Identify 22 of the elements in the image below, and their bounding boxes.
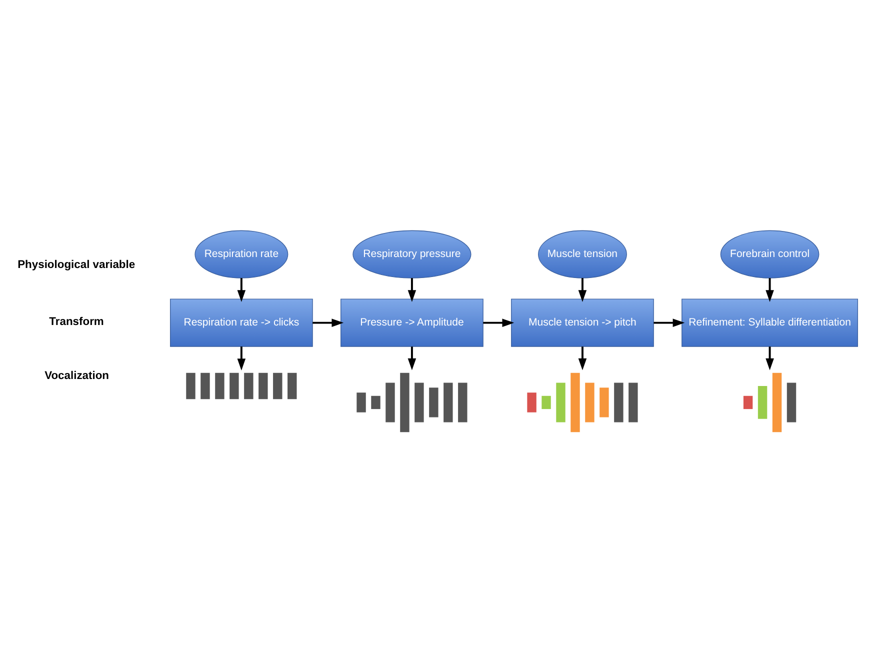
arrow <box>312 318 344 326</box>
label: Physiological variable <box>18 258 136 271</box>
arrow <box>578 346 587 370</box>
arrow <box>483 318 514 326</box>
node-ellipse: Respiration rate <box>194 230 288 278</box>
node-box: Refinement: Syllable differentiation <box>682 298 858 346</box>
label: Transform <box>49 315 104 328</box>
arrow <box>237 346 246 370</box>
node-ellipse: Muscle tension <box>538 230 627 278</box>
arrow <box>408 346 416 370</box>
node-box: Muscle tension -> pitch <box>511 298 654 346</box>
arrow <box>766 346 774 370</box>
node-ellipse: Respiratory pressure <box>352 230 472 278</box>
arrow <box>766 278 774 302</box>
node-box: Pressure -> Amplitude <box>340 298 484 346</box>
label: Vocalization <box>44 369 110 382</box>
arrow <box>654 318 685 326</box>
node-box: Respiration rate -> clicks <box>170 298 313 346</box>
arrow <box>408 278 416 302</box>
arrow <box>237 278 246 302</box>
arrow <box>578 278 587 302</box>
node-ellipse: Forebrain control <box>720 230 820 278</box>
